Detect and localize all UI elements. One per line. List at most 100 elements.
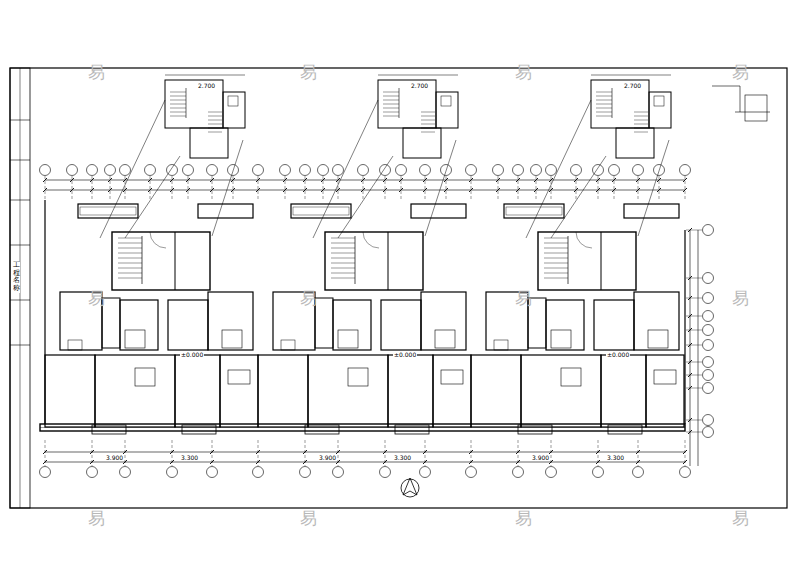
room-outline [80,207,136,215]
wall-line [118,273,142,274]
wall-line [303,178,307,182]
wall-line [516,178,520,182]
wall-line [170,188,174,192]
wall-line [331,243,355,244]
wall-line [690,230,691,466]
watermark: 易 [515,510,532,527]
axis-bubble [167,467,178,478]
room-outline [546,300,584,350]
wall-line [596,116,612,117]
wall-line [303,188,307,192]
wall-line [118,243,142,244]
wall-line [685,440,686,466]
wall-line [740,86,741,112]
wall-line [175,232,176,290]
wall-line [444,178,448,182]
wall-line [686,316,702,317]
room-outline [315,298,333,348]
plan-lines [10,68,787,508]
wall-line [43,178,47,182]
wall-line [383,104,399,105]
wall-line [686,230,702,231]
wall-line [208,116,222,117]
wall-line [421,124,435,125]
room-outline [395,425,429,434]
door-swing [150,232,166,248]
wall-line [331,258,355,259]
wall-line [591,75,671,76]
wall-line [331,248,355,249]
wall-line [596,188,600,192]
wall-line [100,100,165,238]
axis-bubble [633,165,644,176]
wall-line [40,427,685,428]
axis-bubble [703,370,714,381]
wall-line [45,180,685,181]
wall-line [688,386,692,390]
wall-line [518,440,519,466]
wall-line [170,92,186,93]
axis-bubble [441,165,452,176]
wall-line [634,124,648,125]
wall-line [186,88,187,118]
wall-line [10,245,30,246]
axis-bubble [40,165,51,176]
axis-bubble [466,165,477,176]
wall-line [118,268,142,269]
wall-line [688,373,692,377]
wall-line [172,440,173,466]
wall-line [383,92,399,93]
wall-line [170,112,186,113]
wall-line [10,160,30,161]
wall-line [688,418,692,422]
wall-line [421,116,435,117]
room-outline [175,355,220,427]
wall-line [598,440,599,466]
room-outline [78,204,138,218]
wall-line [469,188,473,192]
wall-line [45,440,46,466]
wall-line [596,178,600,182]
axis-bubble [633,467,644,478]
room-outline [228,370,250,384]
wall-line [612,88,613,118]
wall-line [210,178,214,182]
wall-line [378,75,458,76]
wall-line [688,296,692,300]
room-outline [40,424,685,431]
dimension-text: 3.300 [180,455,199,461]
wall-line [544,248,568,249]
wall-line [636,178,640,182]
wall-line [208,132,222,133]
wall-line [421,132,435,133]
wall-line [90,188,94,192]
wall-line [170,116,186,117]
dimension-text: 3.900 [531,455,550,461]
axis-bubble [145,165,156,176]
wall-line [638,140,669,236]
axis-bubble [531,165,542,176]
watermark: 易 [88,290,105,307]
wall-line [683,178,687,182]
wall-line [361,178,365,182]
watermark: 易 [732,510,749,527]
wall-line [596,100,612,101]
wall-line [636,188,640,192]
axis-bubble [703,293,714,304]
dimension-text: 2.700 [623,83,642,89]
wall-line [526,100,591,238]
dimension-text: ±0.000 [606,352,630,358]
room-outline [92,425,126,434]
wall-line [544,238,568,239]
room-outline [745,95,767,121]
room-outline [308,355,388,427]
wall-line [383,96,399,97]
axis-bubble [207,467,218,478]
room-outline [135,368,155,386]
wall-line [544,258,568,259]
wall-line [208,124,222,125]
room-outline [291,204,351,218]
wall-line [383,178,387,182]
axis-bubble [228,165,239,176]
wall-line [118,238,142,239]
